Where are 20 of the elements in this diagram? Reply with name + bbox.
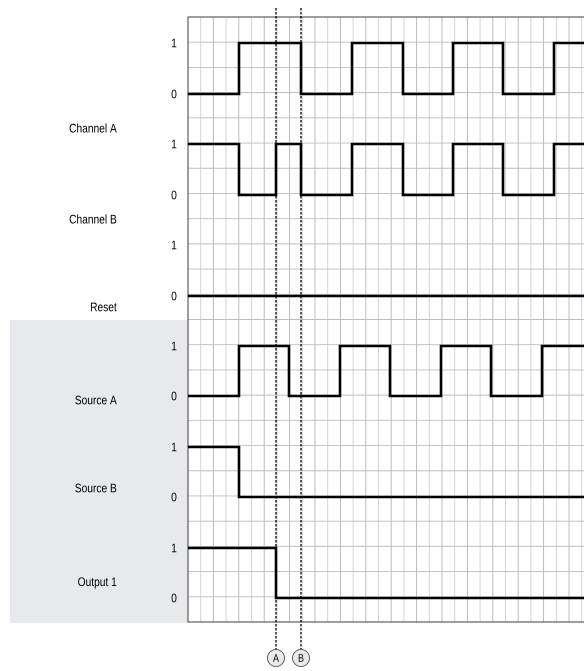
level-label: 0 — [172, 190, 176, 200]
level-label: 0 — [172, 594, 176, 602]
level-label: 1 — [172, 240, 176, 250]
level-label: 1 — [172, 442, 176, 452]
level-label: 1 — [172, 342, 176, 350]
signal-label: Source B — [75, 484, 116, 492]
marker-line — [275, 8, 277, 650]
level-label: 1 — [172, 140, 176, 148]
signal-label: Channel A — [70, 123, 117, 133]
level-label: 1 — [172, 544, 176, 552]
level-label: 0 — [172, 90, 176, 98]
level-label: 0 — [172, 392, 176, 400]
level-label: 0 — [172, 492, 176, 502]
signal-label: Output 1 — [78, 577, 116, 589]
level-label: 1 — [172, 38, 176, 48]
signal-label: Channel B — [70, 214, 116, 224]
signal-label: Source A — [75, 396, 117, 404]
marker-line — [300, 8, 302, 650]
signal-label: Reset — [90, 302, 117, 312]
level-label: 0 — [172, 292, 176, 300]
